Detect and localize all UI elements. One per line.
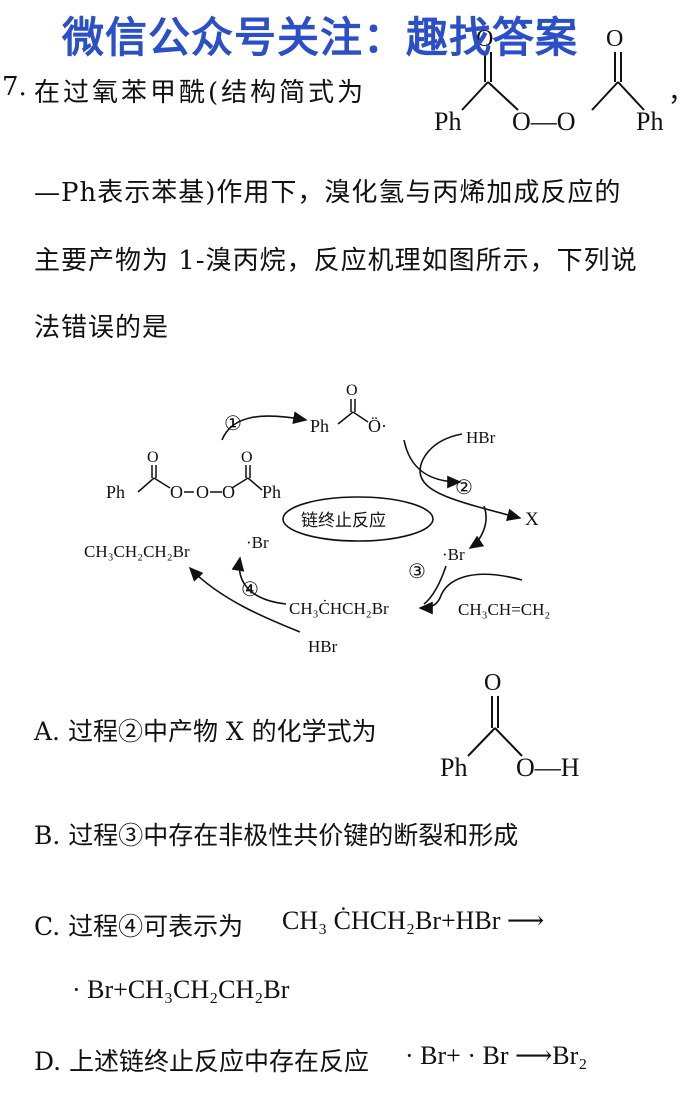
peroxide-ph-left: Ph bbox=[434, 107, 461, 136]
acid-o-top: O bbox=[484, 670, 501, 696]
br-radical-right: ·Br bbox=[442, 545, 465, 564]
step-4-label: ④ bbox=[241, 577, 259, 601]
radical-o-top: O bbox=[346, 382, 358, 399]
diagram-ph-left: Ph bbox=[106, 482, 125, 502]
acid-oh: O—H bbox=[516, 753, 580, 782]
step-2-label: ② bbox=[455, 475, 473, 499]
question-line-1: 在过氧苯甲酰(结构简式为 bbox=[34, 78, 367, 108]
question-line-1-end: ， bbox=[668, 78, 695, 108]
step-1-label: ① bbox=[224, 411, 242, 435]
diagram-o-right: O bbox=[241, 449, 253, 466]
product-1-bromopropane: CH₃CH₂CH₂Br bbox=[84, 542, 190, 561]
diagram-ph-right: Ph bbox=[262, 482, 281, 502]
radical-ph: Ph bbox=[310, 416, 329, 436]
chain-termination-label: 链终止反应 bbox=[301, 511, 386, 531]
propene: CH₃CH=CH₂ bbox=[458, 600, 550, 619]
option-a-text: A. 过程②中产物 X 的化学式为 bbox=[34, 717, 377, 746]
peroxide-o-o: O—O bbox=[512, 107, 576, 136]
diagram-o-bridge-1: O bbox=[170, 482, 183, 502]
product-x: X bbox=[525, 509, 539, 530]
step-3-label: ③ bbox=[408, 559, 426, 583]
radical-o-dot: Ö· bbox=[368, 416, 387, 436]
option-c-line-2: · Br+CH₃CH₂CH₂Br bbox=[72, 975, 290, 1004]
option-c-text: C. 过程④可表示为 bbox=[34, 912, 244, 941]
question-line-2: —Ph表示苯基)作用下，溴化氢与丙烯加成反应的 bbox=[34, 178, 622, 208]
watermark-text: 微信公众号关注：趣找答案 bbox=[62, 13, 579, 62]
option-c-equation: CH₃ ĊHCH₂Br+HBr ⟶ bbox=[282, 906, 545, 935]
peroxide-o-left: O bbox=[476, 26, 493, 52]
acid-ph: Ph bbox=[440, 753, 467, 782]
question-number: 7. bbox=[2, 72, 27, 102]
question-line-4: 法错误的是 bbox=[34, 313, 170, 343]
hbr-top: HBr bbox=[466, 428, 496, 447]
hbr-bottom: HBr bbox=[308, 637, 338, 656]
peroxide-ph-right: Ph bbox=[636, 107, 663, 136]
diagram-o-bridge-3: O bbox=[222, 482, 235, 502]
option-d-text: D. 上述链终止反应中存在反应 bbox=[34, 1047, 370, 1076]
intermediate-radical: CH₃ĊHCH₂Br bbox=[289, 599, 389, 618]
question-line-3: 主要产物为 1-溴丙烷，反应机理如图所示，下列说 bbox=[34, 246, 638, 276]
peroxide-o-right: O bbox=[606, 26, 623, 52]
br-radical-left: ·Br bbox=[246, 533, 269, 552]
diagram-o-bridge-2: O bbox=[196, 482, 209, 502]
diagram-o-left: O bbox=[147, 449, 159, 466]
option-b-text: B. 过程③中存在非极性共价键的断裂和形成 bbox=[34, 821, 519, 850]
option-d-equation: · Br+ · Br ⟶Br₂ bbox=[405, 1041, 588, 1070]
